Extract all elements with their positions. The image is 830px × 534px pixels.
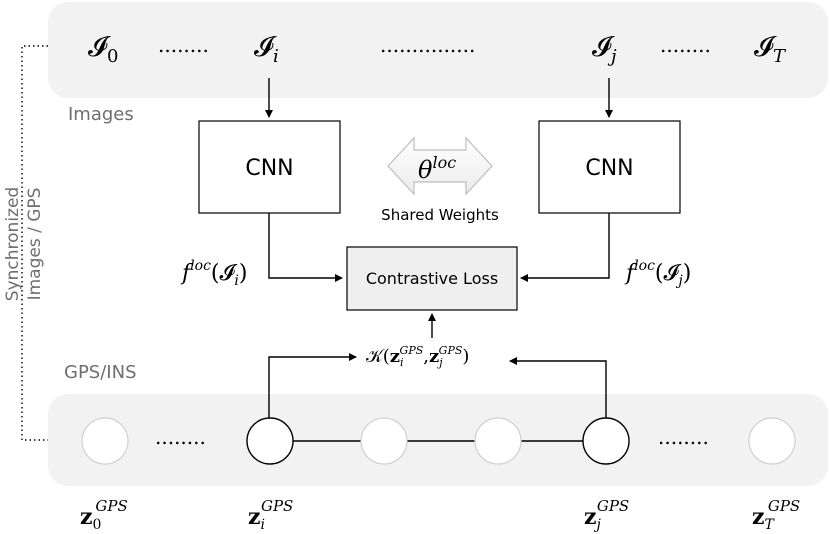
gps-node-mid-1 [360, 417, 408, 465]
gps-dots-1: ........ [658, 425, 709, 449]
shared-weights-arrow [387, 136, 493, 196]
contrastive-loss-box [346, 246, 518, 311]
arrow-gps-i-to-kernel [268, 353, 357, 418]
gps-label-j: zjGPS [584, 497, 629, 533]
shared-weights-caption: Shared Weights [381, 206, 499, 224]
gps-label-T: zTGPS [752, 497, 800, 533]
gps-node-mid-2 [474, 417, 522, 465]
images-label: Images [68, 104, 134, 125]
gps-node-0 [81, 417, 129, 465]
arrow-left-feature-to-loss [268, 213, 343, 282]
feature-left: floc(𝓘i) [180, 258, 247, 289]
gps-node-T [748, 417, 796, 465]
image-dots-1: ............... [380, 33, 475, 57]
sync-connector [21, 45, 48, 441]
gps-label: GPS/INS [64, 362, 137, 383]
feature-right: floc(𝓘j) [624, 258, 691, 289]
gps-label-0: z0GPS [80, 497, 128, 533]
cnn-left-box [198, 120, 341, 214]
cnn-right-label: CNN [585, 156, 633, 181]
image-item-0: 𝓘0 [88, 30, 118, 67]
arrow-right-feature-to-loss [520, 213, 610, 282]
gps-node-i [246, 417, 294, 465]
arrow-gps-j-to-kernel [509, 357, 607, 418]
image-item-j: 𝓘j [592, 30, 617, 67]
contrastive-loss-label: Contrastive Loss [366, 269, 498, 288]
kernel-label: 𝒦(ziGPS,zjGPS) [366, 344, 469, 369]
gps-label-i: ziGPS [248, 497, 293, 533]
image-dots-2: ........ [660, 33, 711, 57]
gps-band [48, 394, 828, 486]
cnn-left-label: CNN [245, 156, 293, 181]
cnn-right-box [538, 120, 681, 214]
image-dots-0: ........ [158, 33, 209, 57]
image-item-T: 𝓘T [754, 30, 787, 67]
gps-dots-0: ........ [155, 425, 206, 449]
image-item-i: 𝓘i [254, 30, 279, 67]
side-label-line1: Synchronized [3, 187, 23, 301]
gps-node-j [582, 417, 630, 465]
side-label-line2: Images / GPS [25, 188, 45, 301]
theta-loc: θloc [418, 153, 456, 184]
images-band [48, 2, 828, 98]
